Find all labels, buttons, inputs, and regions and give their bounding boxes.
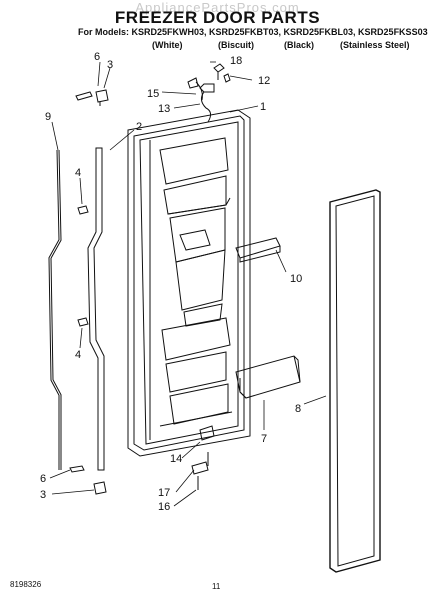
callout-17: 17: [158, 487, 170, 499]
callout-4-bottom: 4: [75, 349, 81, 361]
callout-16: 16: [158, 501, 170, 513]
callout-3-bottom: 3: [40, 489, 46, 501]
part-4-screws: [77, 205, 89, 327]
doc-number: 8198326: [10, 580, 42, 589]
page-title: FREEZER DOOR PARTS: [114, 8, 321, 27]
callout-6-top: 6: [94, 51, 100, 63]
part-8-gasket: [329, 189, 381, 573]
models-line: For Models: KSRD25FKWH03, KSRD25FKBT03, …: [78, 27, 428, 37]
page-number: 11: [212, 582, 221, 591]
callout-10: 10: [290, 273, 302, 285]
top-hinge-hardware: [75, 89, 109, 106]
bottom-hinge-parts: [191, 425, 215, 490]
callout-6-bottom: 6: [40, 473, 46, 485]
callout-15: 15: [147, 88, 159, 100]
callout-13: 13: [158, 103, 170, 115]
callout-14: 14: [170, 453, 182, 465]
callout-4-top: 4: [75, 167, 81, 179]
part-9-wire-strip: [48, 149, 62, 470]
callout-12: 12: [258, 75, 270, 87]
part-7-bin: [235, 355, 301, 399]
part-13-wiring: [187, 63, 231, 123]
callout-9: 9: [45, 111, 51, 123]
callout-7: 7: [261, 433, 267, 445]
part-2-bracket: [87, 147, 105, 471]
color-black: (Black): [284, 40, 315, 50]
callouts: 6 3 18 12 15 13 1 2 9 4 4 10 7 8 14 6 3 …: [40, 51, 302, 513]
part-10-trim: [235, 237, 281, 263]
watermark: AppliancePartsPros.com: [135, 0, 300, 15]
callout-2: 2: [136, 121, 142, 133]
callout-8: 8: [295, 403, 301, 415]
leader-lines: [49, 61, 327, 507]
color-biscuit: (Biscuit): [218, 40, 254, 50]
part-1-door: [127, 109, 251, 457]
callout-1: 1: [260, 101, 266, 113]
color-white: (White): [152, 40, 183, 50]
color-stainless: (Stainless Steel): [340, 40, 410, 50]
callout-3-top: 3: [107, 59, 113, 71]
bottom-hinge-hardware: [69, 465, 107, 495]
callout-18: 18: [230, 55, 242, 67]
